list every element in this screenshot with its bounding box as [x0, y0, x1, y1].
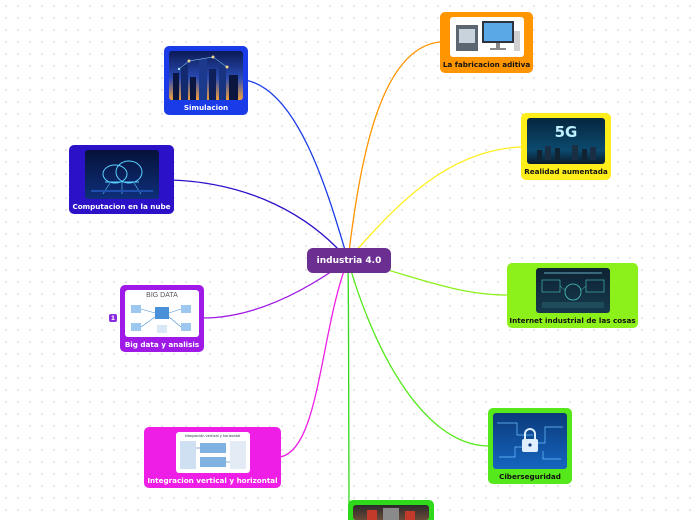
- city-network-image: [169, 51, 243, 100]
- topic-big-data[interactable]: BIG DATA Big data y analisis: [120, 285, 204, 352]
- 5g-image: 5G: [527, 118, 605, 164]
- topic-robots[interactable]: [348, 500, 434, 520]
- link-aditiva: [347, 41, 441, 261]
- topic-integracion[interactable]: Integración vertical y horizontal Integr…: [144, 427, 281, 488]
- integration-image-caption: Integración vertical y horizontal: [184, 434, 241, 438]
- 3d-printer-image: [449, 17, 524, 57]
- topic-fabricacion-aditiva[interactable]: La fabricacion aditiva: [440, 12, 533, 73]
- topic-simulacion[interactable]: Simulacion: [164, 46, 248, 115]
- link-robots: [347, 259, 350, 506]
- circuit-lock-image: [493, 413, 567, 469]
- link-integracion: [279, 259, 349, 458]
- topic-label: La fabricacion aditiva: [442, 60, 531, 69]
- topic-realidad-aumentada[interactable]: 5G Realidad aumentada: [521, 113, 611, 180]
- link-nube: [171, 179, 349, 261]
- central-topic-label: industria 4.0: [316, 255, 382, 266]
- cloud-computing-image: [84, 150, 159, 199]
- topic-computacion-nube[interactable]: Computacion en la nube: [69, 145, 174, 214]
- iiot-image: [535, 268, 610, 313]
- big-data-image-caption: BIG DATA: [146, 292, 178, 299]
- big-data-image: BIG DATA: [125, 290, 199, 337]
- robot-image: [353, 505, 429, 520]
- topic-label: Computacion en la nube: [72, 202, 171, 211]
- central-topic[interactable]: industria 4.0: [307, 248, 391, 273]
- topic-internet-industrial[interactable]: Internet industrial de las cosas: [507, 263, 638, 328]
- topic-label: Realidad aumentada: [524, 167, 608, 176]
- link-realidad: [347, 146, 522, 261]
- topic-label: Big data y analisis: [124, 340, 200, 349]
- 5g-image-caption: 5G: [554, 123, 578, 141]
- topic-label: Internet industrial de las cosas: [509, 316, 636, 325]
- link-ciber: [347, 259, 489, 447]
- attachment-count-badge[interactable]: 1: [109, 314, 117, 322]
- link-simulacion: [244, 79, 349, 261]
- topic-label: Ciberseguridad: [499, 472, 561, 481]
- topic-label: Integracion vertical y horizontal: [147, 476, 278, 485]
- topic-ciberseguridad[interactable]: Ciberseguridad: [488, 408, 572, 484]
- topic-label: Simulacion: [183, 103, 229, 112]
- integration-diagram-image: Integración vertical y horizontal: [175, 432, 250, 473]
